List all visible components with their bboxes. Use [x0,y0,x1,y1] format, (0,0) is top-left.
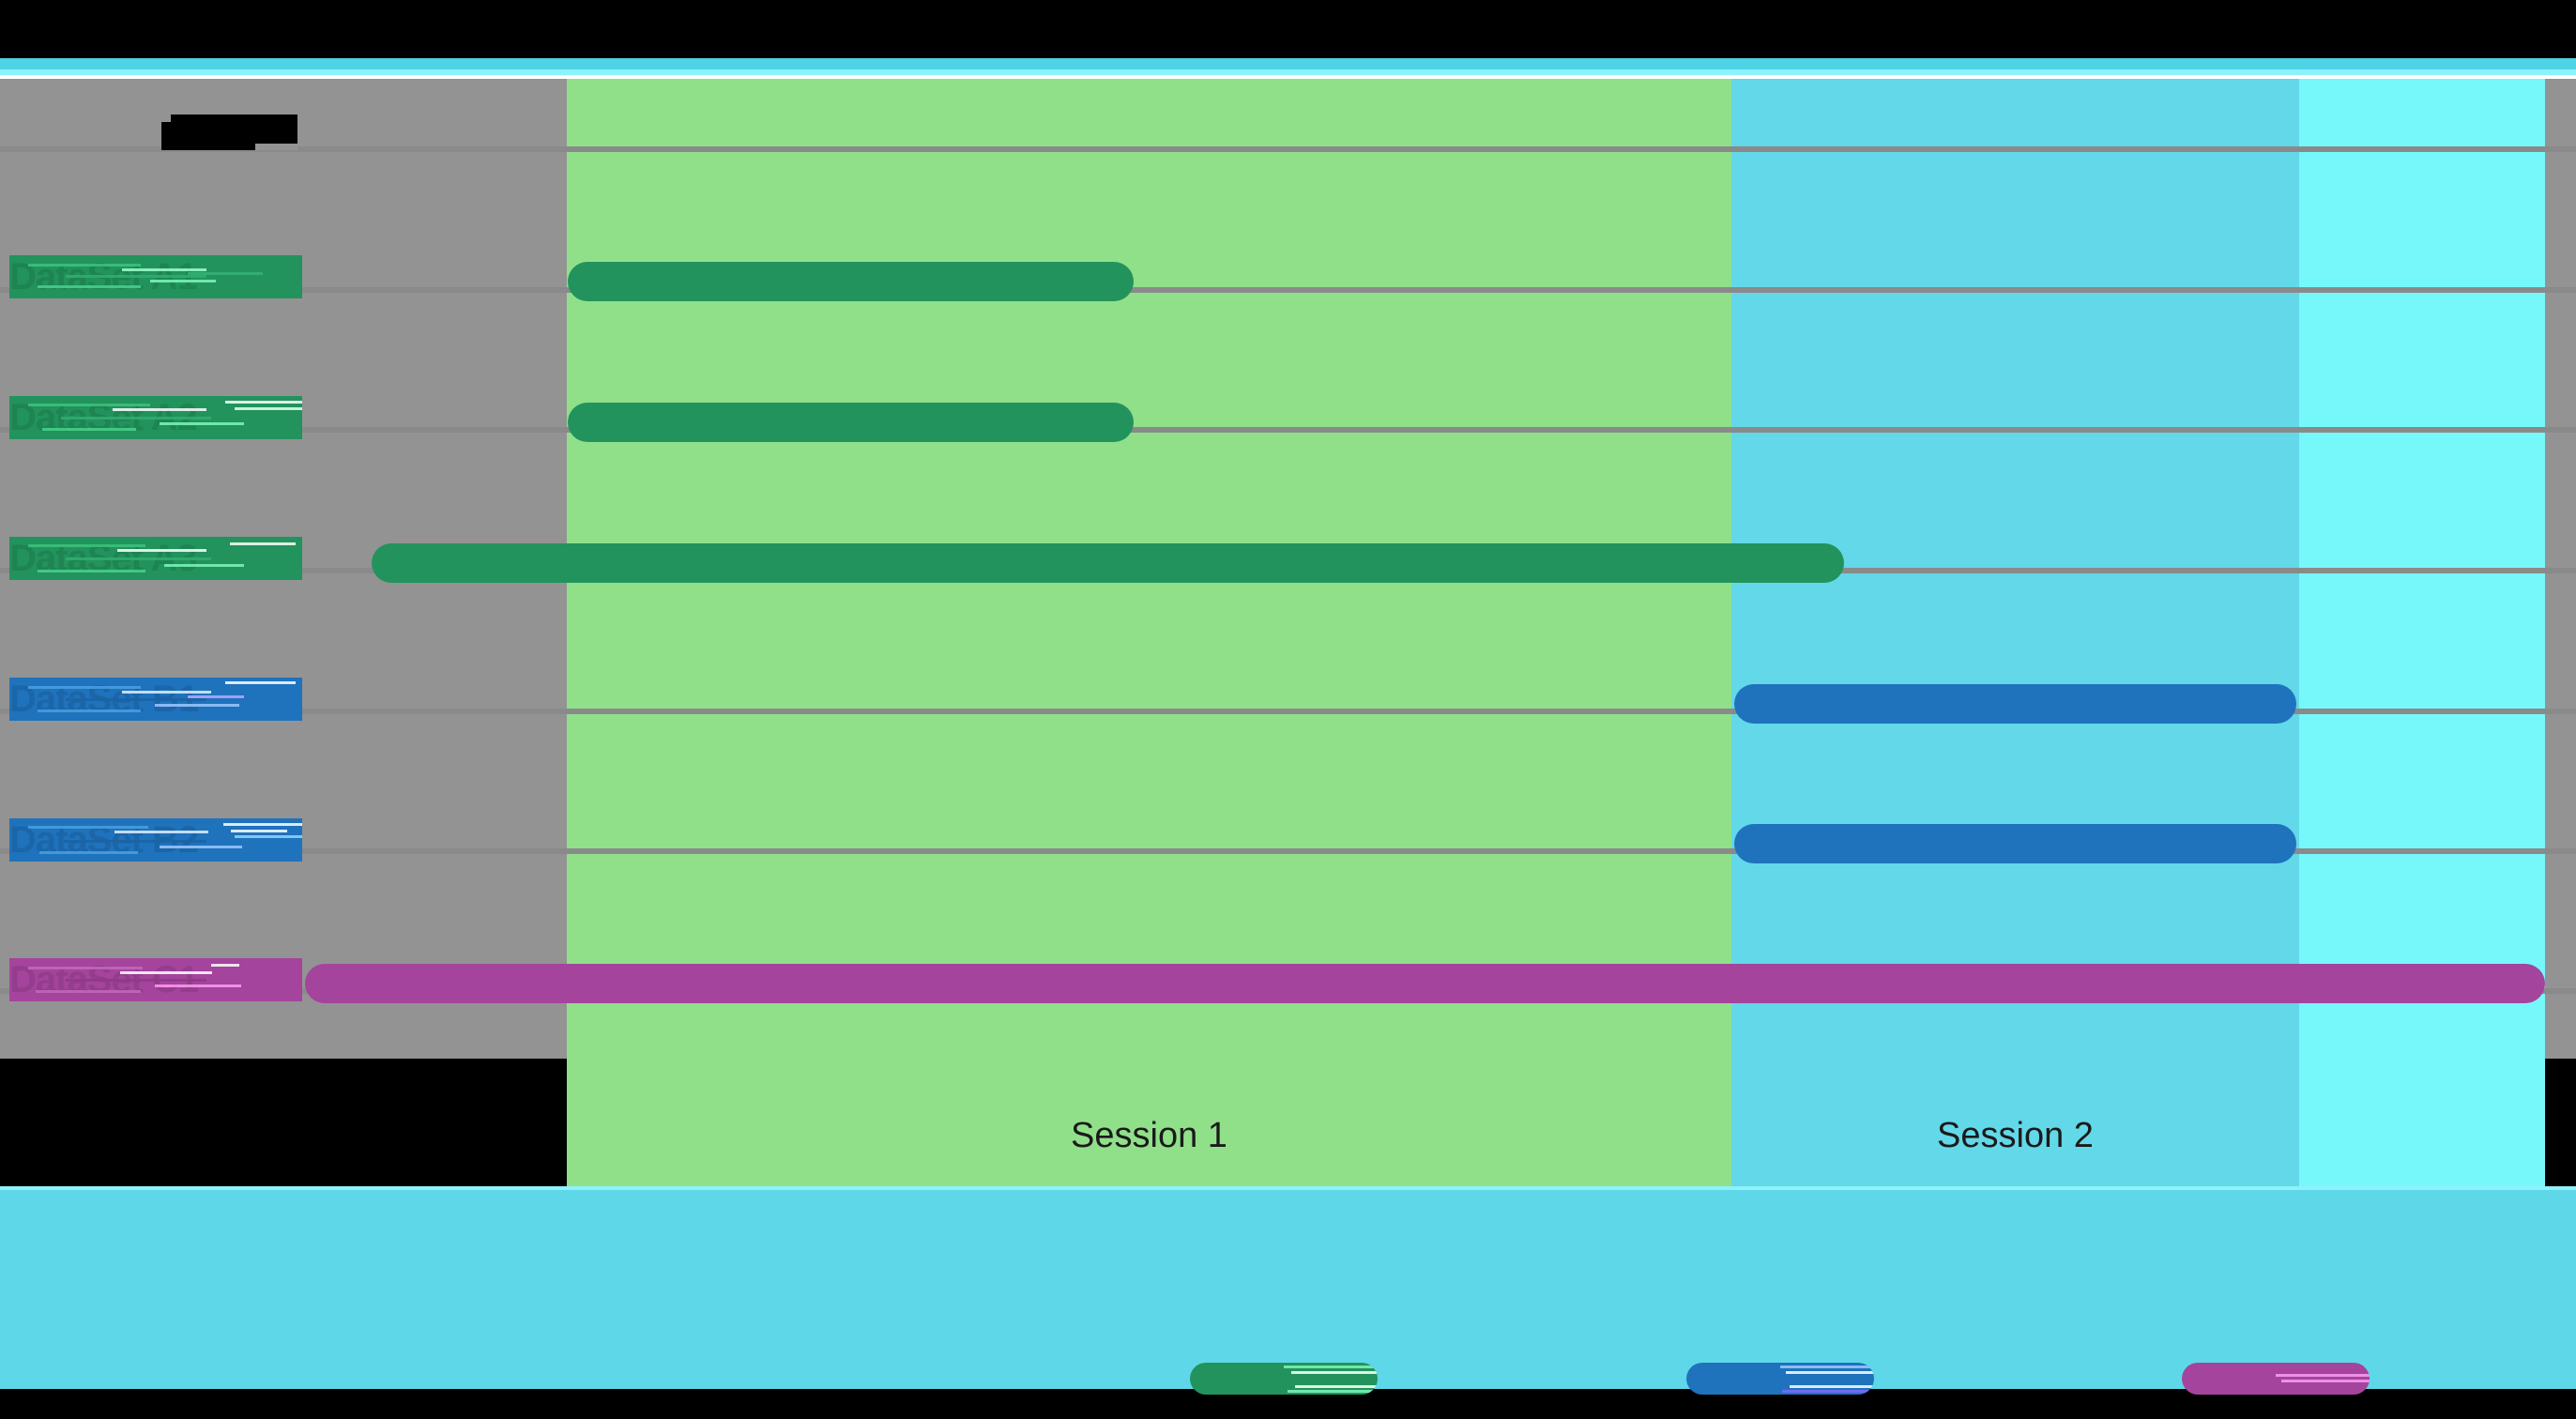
top-accent-strip-secondary [0,69,2576,75]
footer-band [0,1190,2576,1389]
task-bar[interactable] [568,262,1134,301]
session-band-1-label: Session 1 [1071,1116,1227,1155]
category-label-row-0: DataSet A1 [9,255,302,298]
category-label-row-3: DataSet B1 [9,678,302,721]
task-bar[interactable] [568,403,1134,442]
plot-area [0,79,2576,1059]
task-bar[interactable] [1734,824,2296,863]
session-band-2: Session 2 [1731,79,2299,1190]
task-bar[interactable] [305,964,2545,1003]
gridline [0,709,2576,714]
legend-swatch-magenta [2182,1363,2370,1395]
chart-legend [0,1363,2576,1419]
session-band-2-label: Session 2 [1937,1116,2094,1155]
top-accent-strip-primary [0,58,2576,69]
chart-title-redacted [161,114,297,150]
top-accent-strip-highlight [0,75,2576,79]
task-bar[interactable] [372,543,1844,583]
task-bar[interactable] [1734,684,2296,724]
category-label-row-5: DataSet C1 [9,958,302,1001]
category-label-row-4: DataSet B2 [9,818,302,862]
gridline [0,427,2576,433]
legend-swatch-green [1190,1363,1378,1395]
gridline [0,146,2576,152]
footer-hairline [0,1186,2576,1190]
session-band-3 [2299,79,2545,1190]
gridline [0,848,2576,854]
category-label-row-1: DataSet A2 [9,396,302,439]
legend-swatch-blue [1686,1363,1874,1395]
category-label-row-2: DataSet A3 [9,537,302,580]
gridline [0,287,2576,293]
